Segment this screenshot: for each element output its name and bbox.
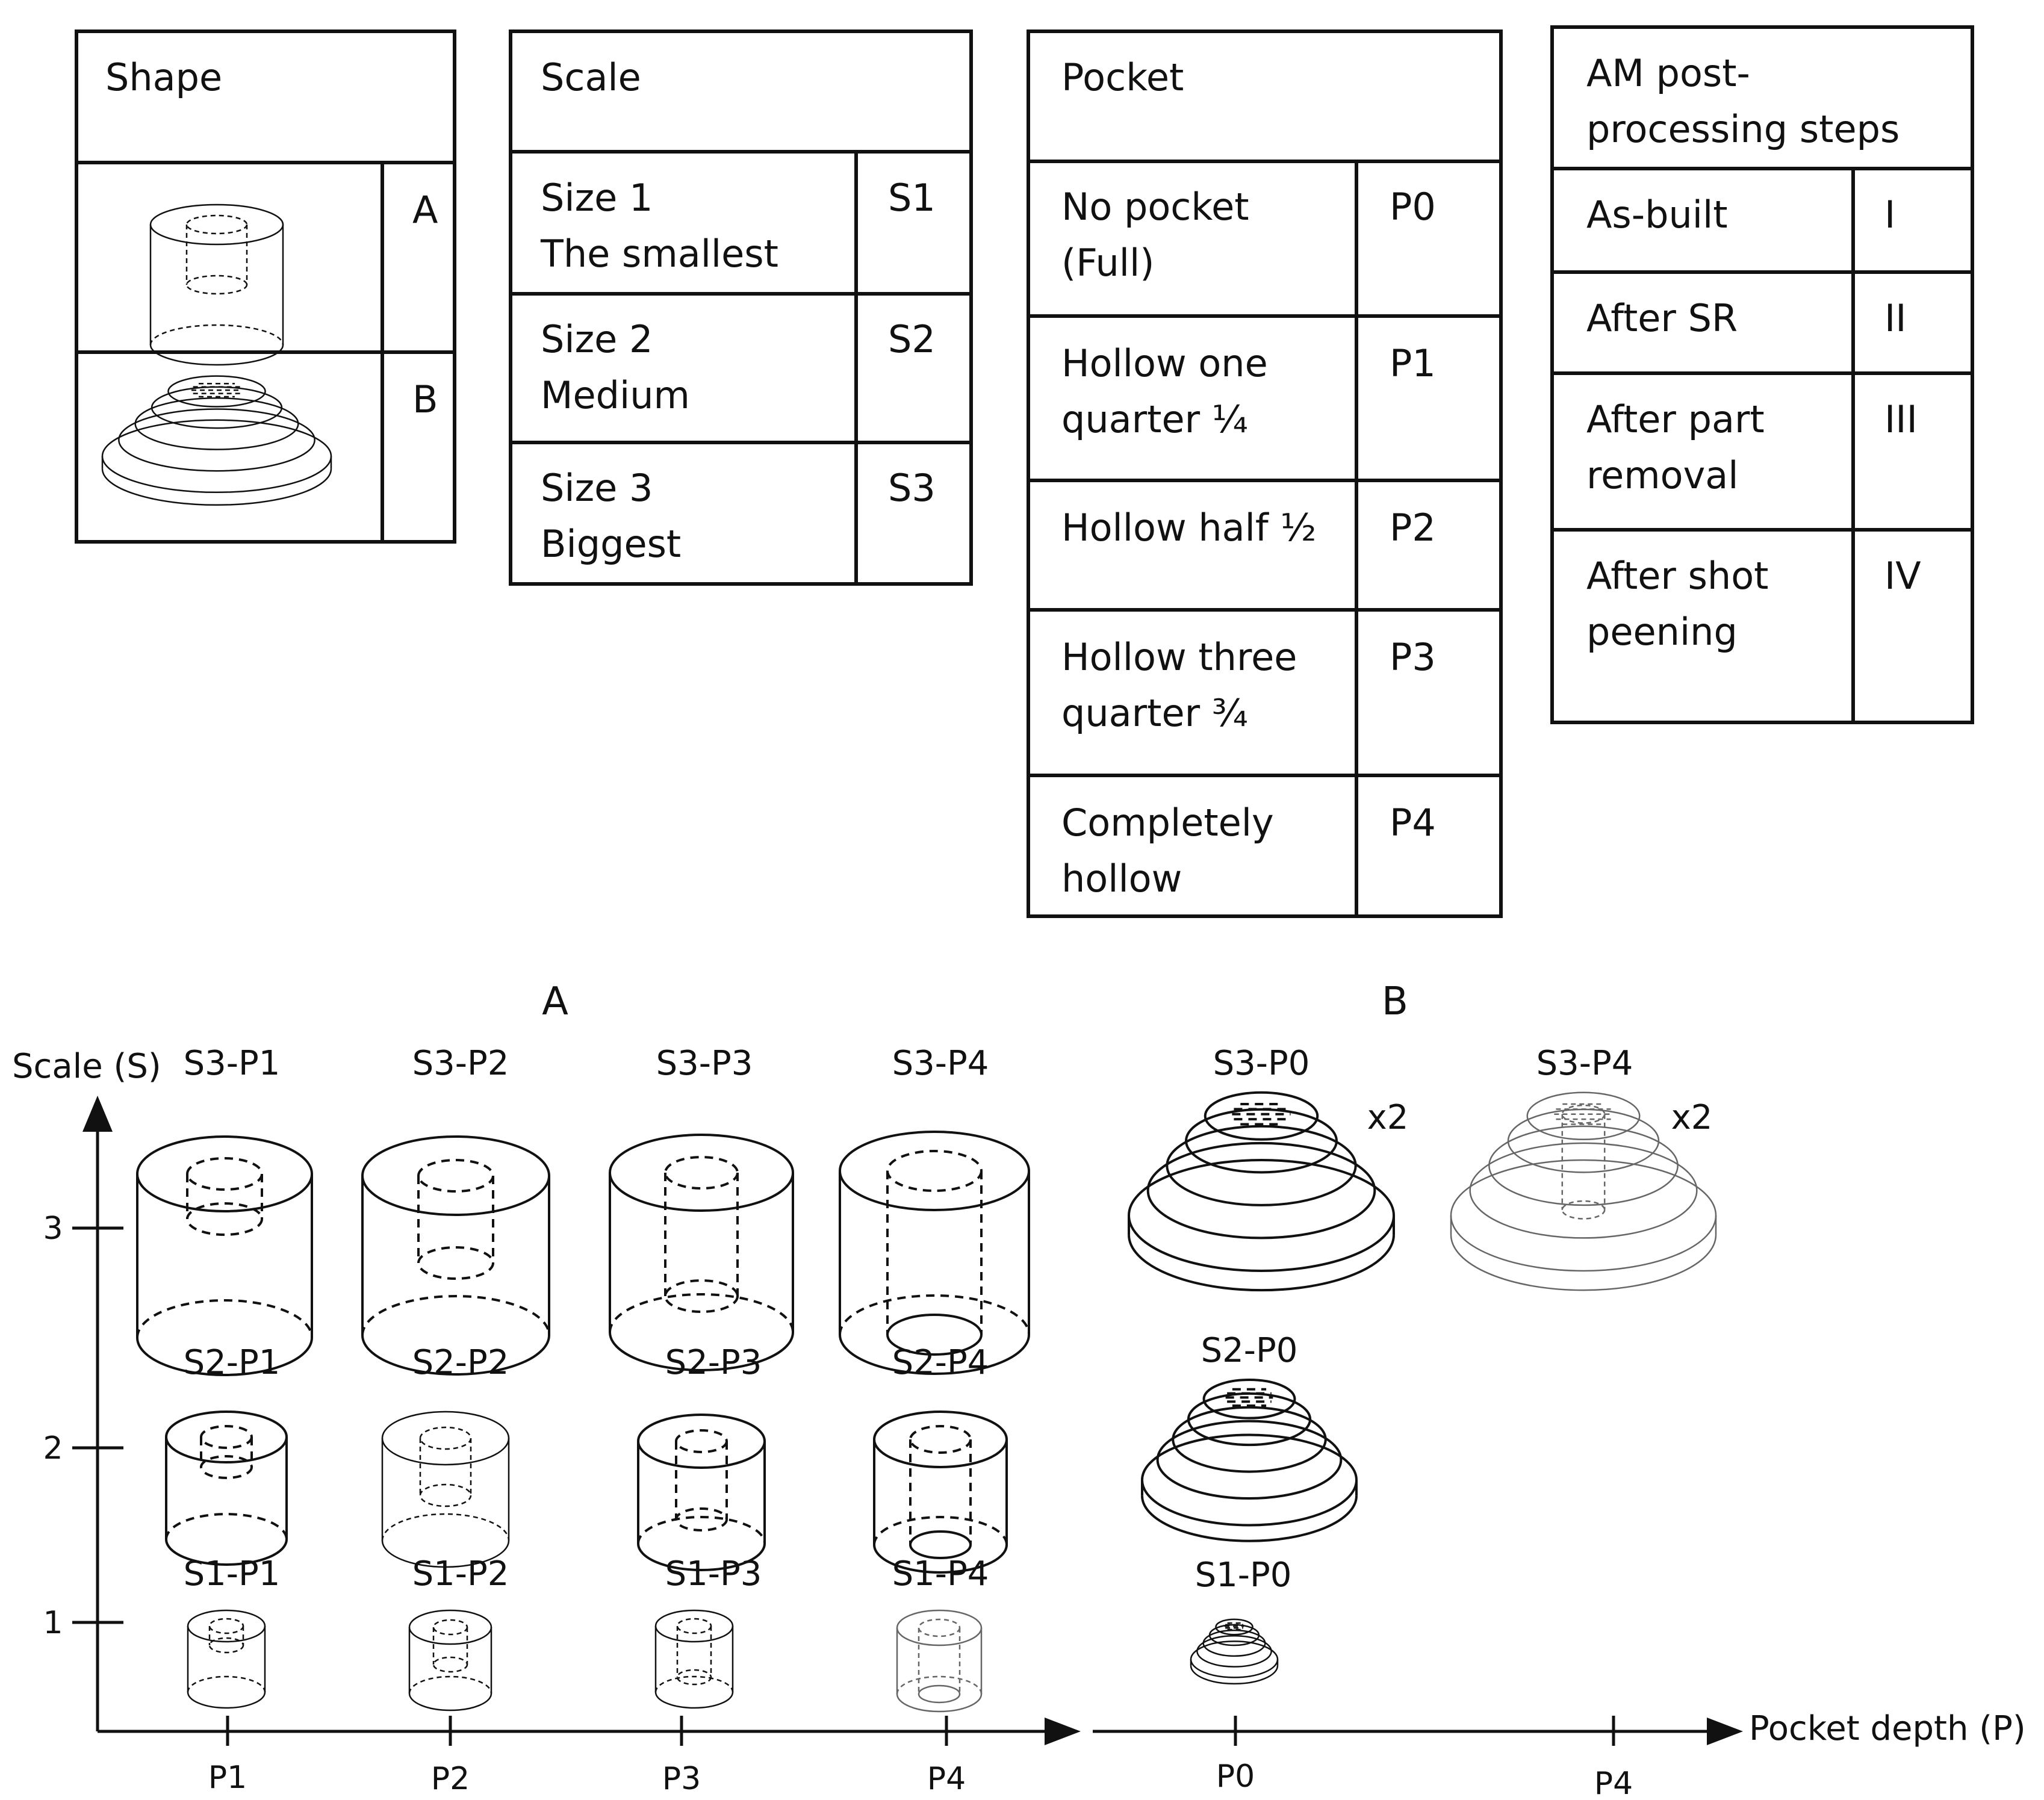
group-b-label: B (1382, 979, 1408, 1024)
label-s1-p3: S1-P3 (665, 1554, 762, 1594)
part-s3-p1-icon (136, 1135, 313, 1376)
part-s1-p4-icon (896, 1609, 983, 1713)
label-s1-p2: S1-P2 (412, 1554, 509, 1594)
x-axis-arrow-a-icon (1045, 1718, 1081, 1745)
x-tick-p4: P4 (927, 1761, 966, 1797)
scale-code-s3: S3 (888, 466, 936, 510)
pocket-code-p3: P3 (1390, 635, 1436, 679)
pocket-row-4-line2: quarter ¾ (1061, 691, 1248, 735)
pocket-row-5-line2: hollow (1061, 857, 1182, 901)
am-row-4-line2: peening (1586, 610, 1738, 654)
part-s2-p3-icon (637, 1414, 766, 1571)
pocket-row-1-line2: (Full) (1061, 241, 1154, 285)
scale-row-3-line1: Size 3 (541, 466, 653, 510)
part-s3-p3-icon (609, 1134, 794, 1371)
label-s2-p1: S2-P1 (184, 1343, 281, 1382)
label-s2-p4: S2-P4 (892, 1343, 989, 1382)
am-code-ii: II (1884, 296, 1907, 340)
cylinder-icon (149, 203, 284, 366)
am-code-iii: III (1884, 397, 1918, 441)
am-row-1-line1: As-built (1586, 193, 1728, 237)
scale-code-s1: S1 (888, 176, 936, 220)
design-matrix-diagram: A B Scale (S) Pocket depth (P) 3 2 1 P1 … (12, 979, 2026, 1800)
label-b-s2-p0: S2-P0 (1201, 1331, 1298, 1370)
scale-note-s3-p4: x2 (1671, 1098, 1713, 1137)
part-s2-p1-icon (165, 1411, 288, 1566)
pocket-code-p1: P1 (1390, 341, 1436, 385)
part-s1-p1-icon (187, 1609, 266, 1709)
x-tick-p4-b: P4 (1594, 1766, 1633, 1800)
am-row-2-line1: After SR (1586, 296, 1738, 340)
part-s1-p3-icon (654, 1609, 734, 1709)
x-axis-label: Pocket depth (P) (1749, 1709, 2026, 1748)
y-tick-3: 3 (43, 1211, 63, 1247)
scale-row-1-line2: The smallest (540, 232, 778, 276)
part-s3-p2-icon (361, 1135, 550, 1376)
group-a-label: A (542, 979, 568, 1024)
scale-note-s3-p0: x2 (1367, 1098, 1409, 1137)
label-s2-p3: S2-P3 (665, 1343, 762, 1382)
label-b-s3-p0: S3-P0 (1213, 1044, 1310, 1083)
part-s3-p4-icon (839, 1131, 1030, 1375)
scale-row-2-line2: Medium (541, 373, 690, 417)
pocket-code-p4: P4 (1390, 801, 1436, 845)
scale-row-3-line2: Biggest (541, 522, 681, 566)
pocket-row-3-line1: Hollow half ½ (1061, 506, 1317, 550)
x-axis-arrow-b-icon (1707, 1718, 1743, 1745)
y-tick-2: 2 (43, 1430, 63, 1466)
part-s2-p2-icon (381, 1411, 510, 1568)
x-tick-p2: P2 (431, 1761, 470, 1797)
x-tick-p0-b: P0 (1216, 1758, 1255, 1795)
part-b-s2-p0-icon (1141, 1379, 1358, 1542)
label-s3-p2: S3-P2 (412, 1044, 509, 1083)
scale-row-1-line1: Size 1 (541, 176, 653, 220)
pocket-row-4-line1: Hollow three (1061, 635, 1297, 679)
pocket-table: Pocket No pocket (Full) P0 Hollow one qu… (1027, 29, 1503, 918)
label-s1-p4: S1-P4 (892, 1554, 989, 1594)
stepped-cone-icon (101, 375, 332, 506)
scale-table: Scale Size 1 The smallest S1 Size 2 Medi… (509, 29, 973, 586)
part-s1-p2-icon (408, 1609, 492, 1712)
label-s3-p3: S3-P3 (656, 1044, 753, 1083)
pocket-row-2-line2: quarter ¼ (1061, 397, 1248, 441)
pocket-row-5-line1: Completely (1061, 801, 1274, 845)
pocket-code-p2: P2 (1390, 506, 1436, 550)
scale-header: Scale (541, 55, 641, 99)
y-axis-label: Scale (S) (12, 1047, 161, 1086)
am-header-line1: AM post- (1586, 51, 1750, 95)
pocket-row-2-line1: Hollow one (1061, 341, 1268, 385)
x-tick-p1: P1 (208, 1760, 247, 1796)
am-table: AM post- processing steps As-built I Aft… (1550, 25, 1974, 724)
part-s2-p4-icon (873, 1411, 1008, 1574)
y-axis-arrow-icon (82, 1096, 113, 1132)
shape-code-b: B (412, 377, 438, 421)
am-row-4-line1: After shot (1586, 554, 1768, 598)
am-header-line2: processing steps (1586, 107, 1900, 151)
label-b-s3-p4: S3-P4 (1536, 1044, 1633, 1083)
label-b-s1-p0: S1-P0 (1195, 1556, 1292, 1595)
label-s2-p2: S2-P2 (412, 1343, 509, 1382)
pocket-header: Pocket (1061, 55, 1184, 99)
am-code-iv: IV (1884, 554, 1921, 598)
part-b-s3-p0-icon (1128, 1091, 1395, 1292)
shape-header: Shape (105, 55, 222, 99)
x-tick-p3: P3 (662, 1761, 701, 1797)
part-b-s3-p4-icon (1450, 1091, 1717, 1291)
pocket-row-1-line1: No pocket (1061, 185, 1249, 229)
pocket-code-p0: P0 (1390, 185, 1436, 229)
label-s1-p1: S1-P1 (184, 1554, 281, 1594)
label-s3-p4: S3-P4 (892, 1044, 989, 1083)
part-b-s1-p0-icon (1190, 1618, 1279, 1685)
shape-code-a: A (412, 188, 438, 232)
scale-code-s2: S2 (888, 317, 936, 361)
am-code-i: I (1884, 193, 1895, 237)
am-row-3-line2: removal (1586, 453, 1739, 497)
am-row-3-line1: After part (1586, 397, 1765, 441)
scale-row-2-line1: Size 2 (541, 317, 653, 361)
label-s3-p1: S3-P1 (184, 1044, 281, 1083)
y-tick-1: 1 (43, 1605, 63, 1641)
shape-table: Shape A B (75, 29, 456, 544)
